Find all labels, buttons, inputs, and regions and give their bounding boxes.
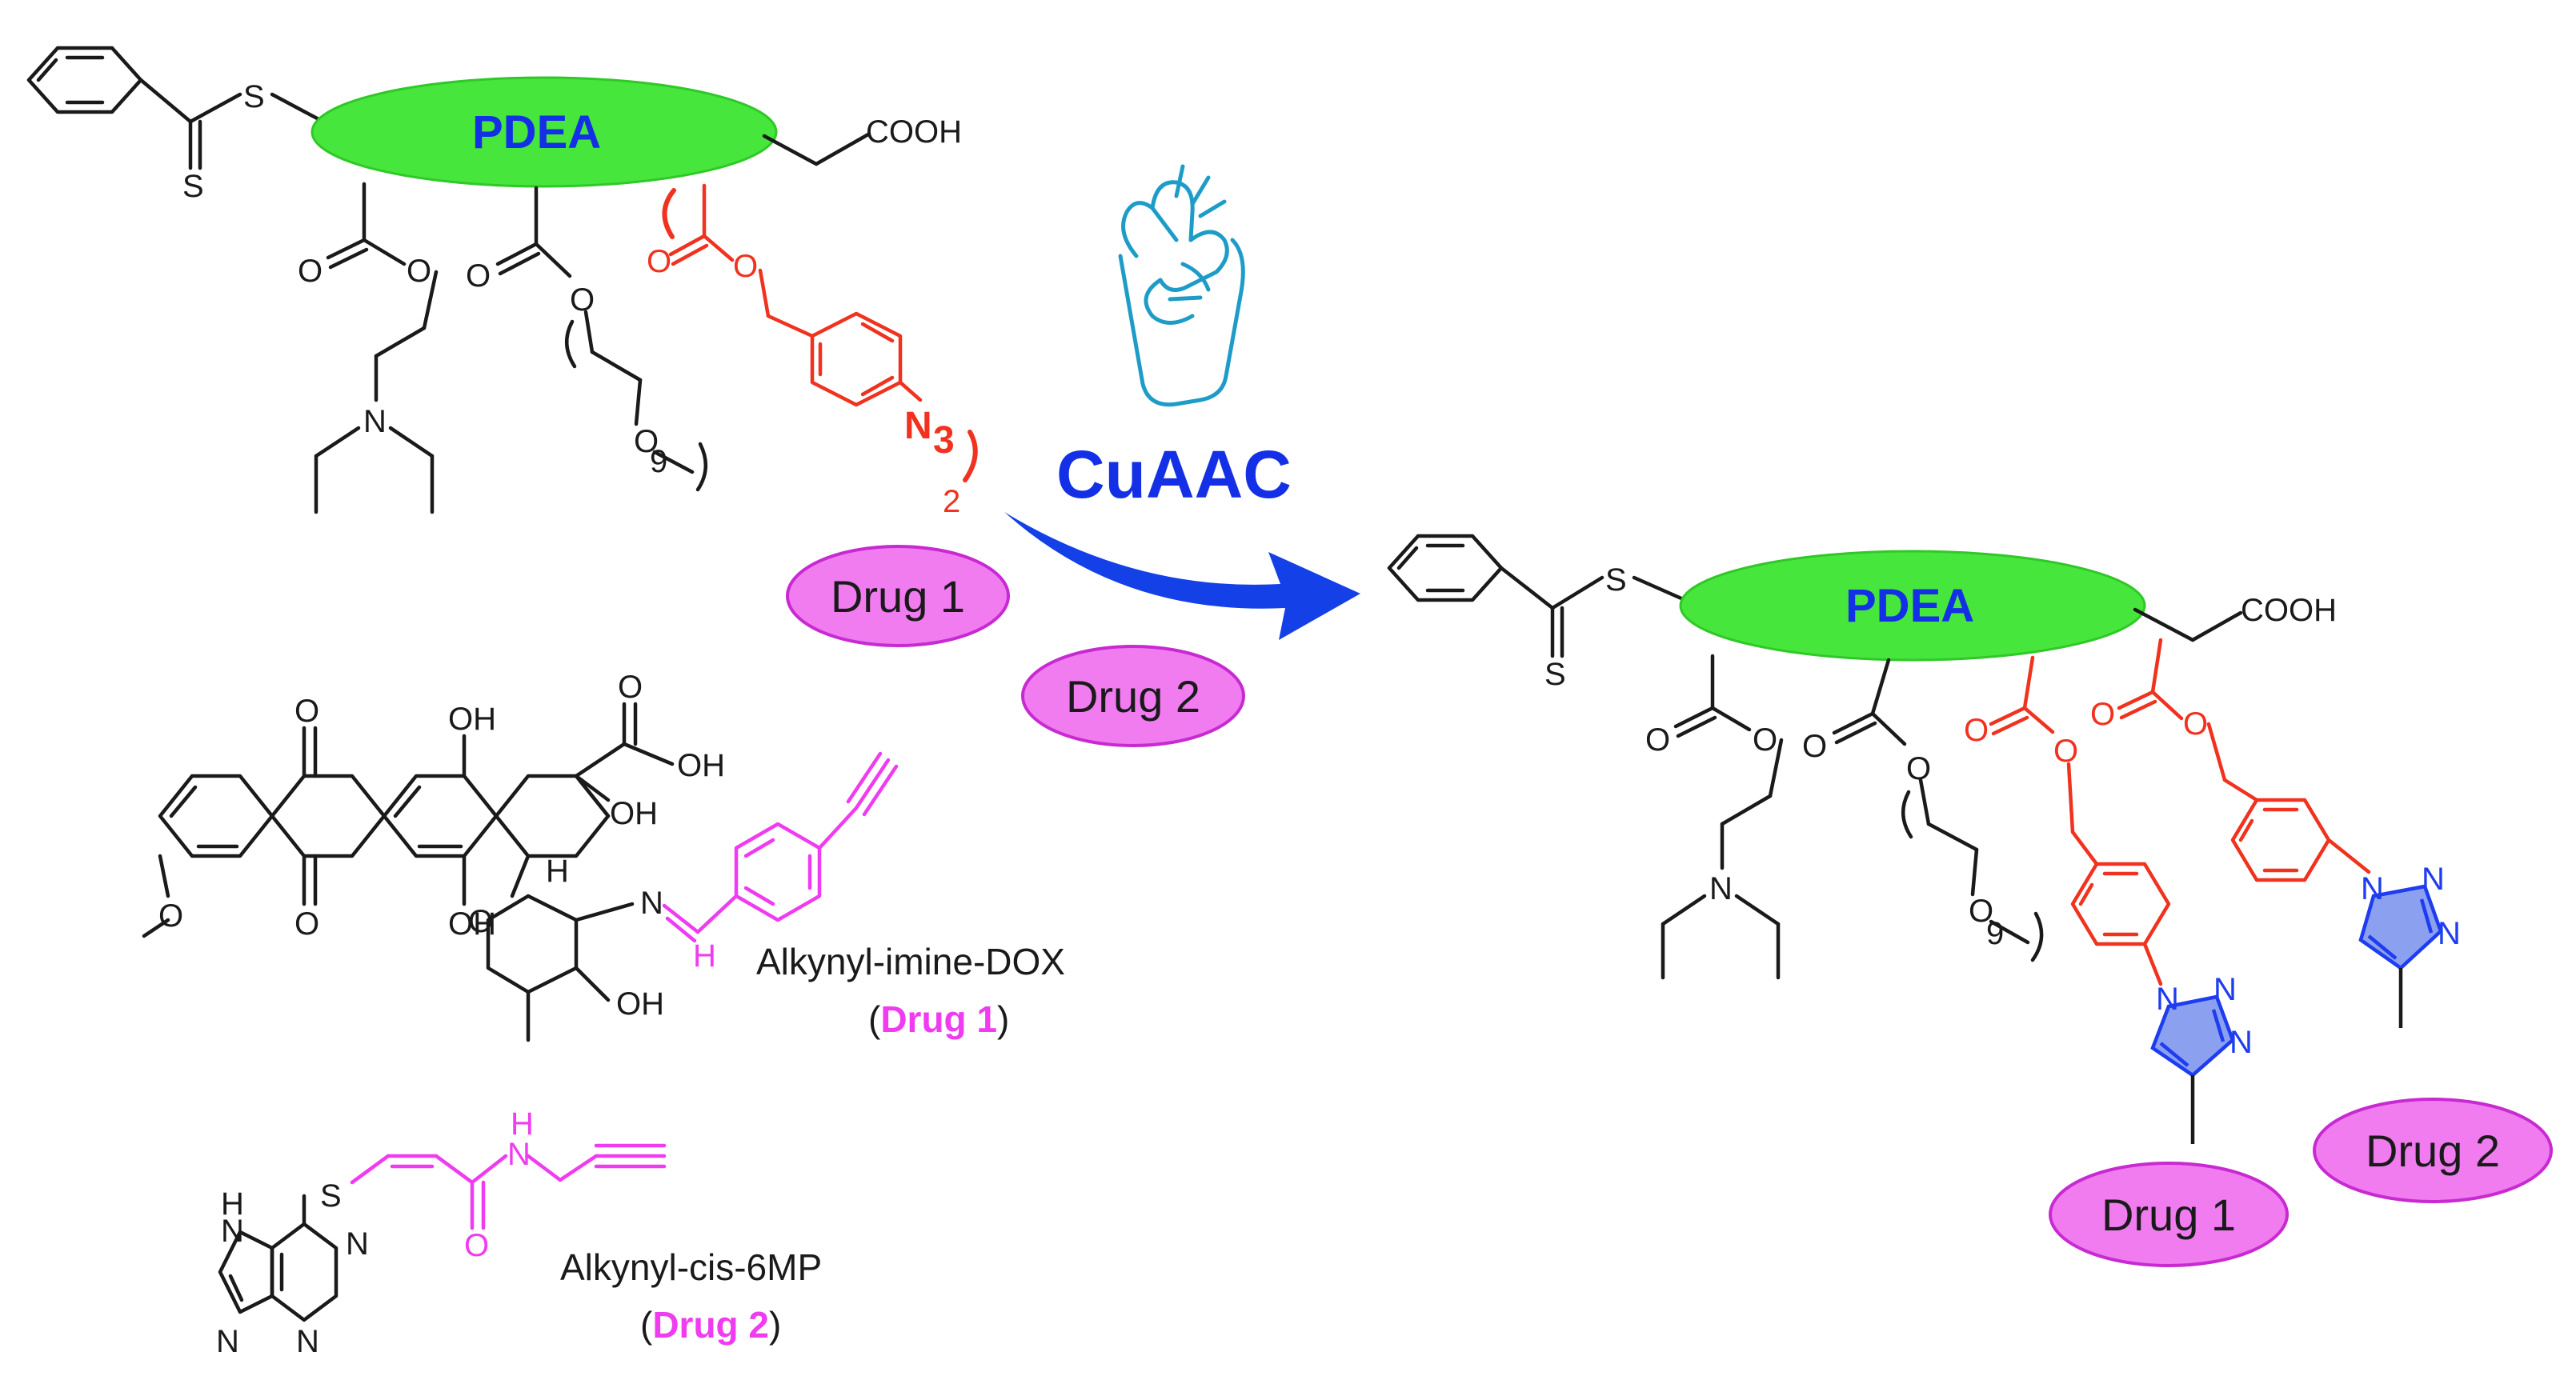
6mp-pyrimidine-n1: N	[346, 1226, 369, 1262]
dox-hydroxyl-top: OH	[448, 702, 496, 737]
product-thione-sulfur: S	[1544, 657, 1566, 692]
product-arm2-ester-o: O	[2183, 706, 2208, 742]
triazole-ring-2: N N N	[2358, 862, 2461, 1028]
6mp-alkynyl-acrylamide	[350, 1143, 667, 1230]
drug2-token: Drug 2	[1021, 645, 1245, 747]
6mp-caption-tag: (Drug 2)	[640, 1304, 781, 1346]
dox-quinone-oxygen-bottom: O	[294, 906, 319, 942]
product-dea-ester-o: O	[1753, 722, 1777, 758]
product-peg-ether-o: O	[1969, 894, 1993, 929]
alkynyl-imine-dox-structure: O O OH OH O OH OH H O O OH N H Alkynyl-i…	[142, 670, 1065, 1042]
azide-subscript: 3	[933, 419, 955, 462]
dox-tertiary-hydroxyl: OH	[610, 796, 658, 831]
reaction-arrow	[1004, 512, 1360, 640]
dithiobenzoate-group	[26, 46, 323, 170]
6mp-amide-oxygen: O	[464, 1228, 489, 1263]
6mp-amide-nitrogen: N	[507, 1137, 531, 1172]
product-pdea-label: PDEA	[1845, 580, 1974, 632]
azide-ester-oxygen: O	[733, 249, 758, 284]
drug2-label: Drug 2	[1066, 671, 1200, 722]
azide-side-chain	[662, 183, 978, 482]
dox-glycoside-oxygen: O	[468, 904, 493, 939]
dea-ester-oxygen: O	[407, 254, 431, 289]
dea-nitrogen: N	[363, 404, 387, 439]
peg-ester-oxygen: O	[570, 282, 595, 318]
6mp-pyrimidine-n3: N	[296, 1324, 319, 1359]
azide-n-label: N	[904, 405, 932, 447]
pdea-label: PDEA	[472, 106, 601, 158]
triazole2-n1: N	[2361, 871, 2384, 906]
cooh-label: COOH	[866, 114, 962, 150]
triazole2-n3: N	[2438, 916, 2461, 951]
peg-ether-oxygen: O	[634, 424, 659, 459]
product-peg-carbonyl-o: O	[1802, 729, 1827, 764]
triazole1-n3: N	[2229, 1025, 2253, 1060]
cuaac-reaction: CuAAC	[1004, 164, 1360, 640]
azide-carbonyl-oxygen: O	[647, 244, 671, 279]
6mp-imidazole-nitrogen: N	[216, 1324, 239, 1359]
carboxyl-end	[762, 132, 871, 166]
product-linker-arm-1	[1989, 655, 2171, 986]
sulfur-atom: S	[243, 79, 265, 114]
6mp-nh-nitrogen: N	[221, 1214, 244, 1249]
drug1-label: Drug 1	[831, 571, 965, 622]
peg-repeat-count: 9	[650, 444, 667, 479]
product-drug1-token: Drug 1	[2049, 1162, 2289, 1267]
6mp-amide-hydrogen: H	[511, 1106, 534, 1142]
dox-imine-hydrogen: H	[693, 938, 716, 974]
dox-hydroxyl-bottom: OH	[448, 906, 496, 942]
dox-terminal-hydroxyl: OH	[677, 748, 725, 783]
dea-carbonyl-oxygen: O	[298, 254, 323, 289]
reactant-polymer: S S PDEA COOH O O N	[26, 46, 978, 519]
dox-ketone-oxygen: O	[618, 670, 643, 705]
pdea-backbone-ellipse	[310, 76, 778, 188]
azide-repeat-count: 2	[943, 484, 960, 519]
dox-quinone-oxygen-top: O	[294, 694, 319, 729]
product-pdea-ellipse	[1679, 550, 2146, 662]
thione-sulfur-atom: S	[182, 169, 204, 204]
peg-carbonyl-oxygen: O	[466, 258, 491, 294]
product-linker-arm-2	[2117, 638, 2371, 882]
finger-snap-hand-icon	[1118, 164, 1245, 407]
dox-sugar-hydroxyl: OH	[616, 986, 664, 1022]
triazole2-n2: N	[2422, 862, 2445, 897]
dox-hydrogen: H	[546, 854, 569, 889]
product-arm2-carbonyl-o: O	[2090, 697, 2115, 732]
product-peg-repeat: 9	[1986, 916, 2004, 951]
6mp-caption-name: Alkynyl-cis-6MP	[560, 1246, 822, 1288]
dox-caption-tag: (Drug 1)	[868, 998, 1009, 1040]
triazole-ring-1: N N N	[2150, 972, 2253, 1144]
product-polymer: S S PDEA COOH O O N	[1387, 534, 2553, 1267]
product-drug1-label: Drug 1	[2101, 1190, 2236, 1240]
dox-methoxy-oxygen: O	[158, 898, 183, 934]
dox-imine-nitrogen: N	[640, 886, 663, 921]
alkynyl-cis-6mp-structure: S H N N N N O N H Alkynyl-cis-6MP (Drug …	[216, 1106, 822, 1359]
product-sulfur-atom: S	[1605, 562, 1627, 598]
dox-caption-name: Alkynyl-imine-DOX	[756, 941, 1065, 982]
triazole1-n1: N	[2156, 982, 2179, 1017]
product-drug2-label: Drug 2	[2366, 1126, 2500, 1176]
product-dea-carbonyl-o: O	[1645, 722, 1670, 758]
product-cooh-label: COOH	[2241, 593, 2337, 628]
product-drug2-token: Drug 2	[2313, 1098, 2553, 1203]
product-arm1-ester-o: O	[2053, 734, 2078, 769]
peg-side-chain	[495, 186, 707, 492]
triazole1-n2: N	[2213, 972, 2237, 1007]
drug1-token: Drug 1	[786, 545, 1010, 647]
product-dea-nitrogen: N	[1709, 871, 1733, 906]
6mp-nh-hydrogen: H	[221, 1186, 244, 1222]
6mp-sulfur: S	[320, 1178, 342, 1214]
cuaac-label: CuAAC	[1056, 437, 1292, 512]
product-peg-ester-o: O	[1906, 751, 1931, 786]
dox-alkynyl-benzylidene	[662, 751, 899, 943]
product-arm1-carbonyl-o: O	[1964, 713, 1989, 748]
dea-side-chain	[314, 182, 439, 514]
